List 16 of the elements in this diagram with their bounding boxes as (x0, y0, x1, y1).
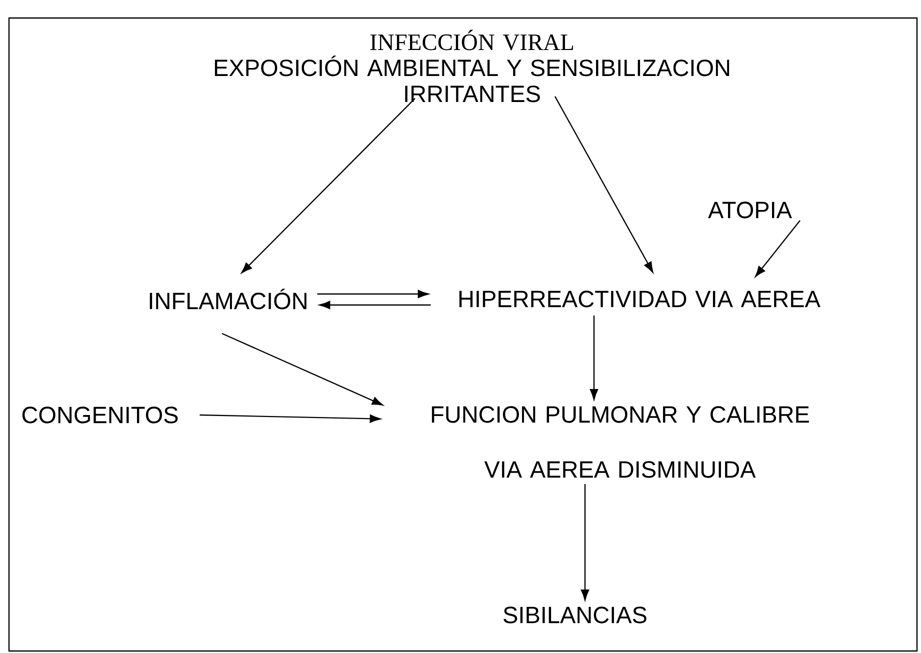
cause-text: HIPERREACTIVIDAD VIA AEREA (459, 290, 820, 308)
arrow (590, 316, 598, 400)
cause-text: CONGENITOS (22, 406, 178, 424)
arrow (222, 332, 383, 406)
cause-text: FUNCION PULMONAR Y CALIBRE VIA AEREA DISMINUIDA (432, 406, 809, 478)
cause-text: ATOPIA (708, 202, 792, 218)
arrow (580, 484, 590, 600)
arrow (755, 220, 800, 277)
arrow (319, 300, 431, 310)
arrow (200, 414, 381, 423)
arrow (554, 96, 654, 273)
cause-text: INFLAMACIÓN (150, 288, 306, 310)
arrow (241, 98, 416, 274)
cause-text: INFECCIÓN VIRAL EXPOSICIÓN AMBIENTAL Y SENSIBILIZACION IRRITANTES (214, 30, 730, 102)
cause-text: SIBILANCIAS (504, 606, 646, 624)
arrow (317, 290, 429, 298)
